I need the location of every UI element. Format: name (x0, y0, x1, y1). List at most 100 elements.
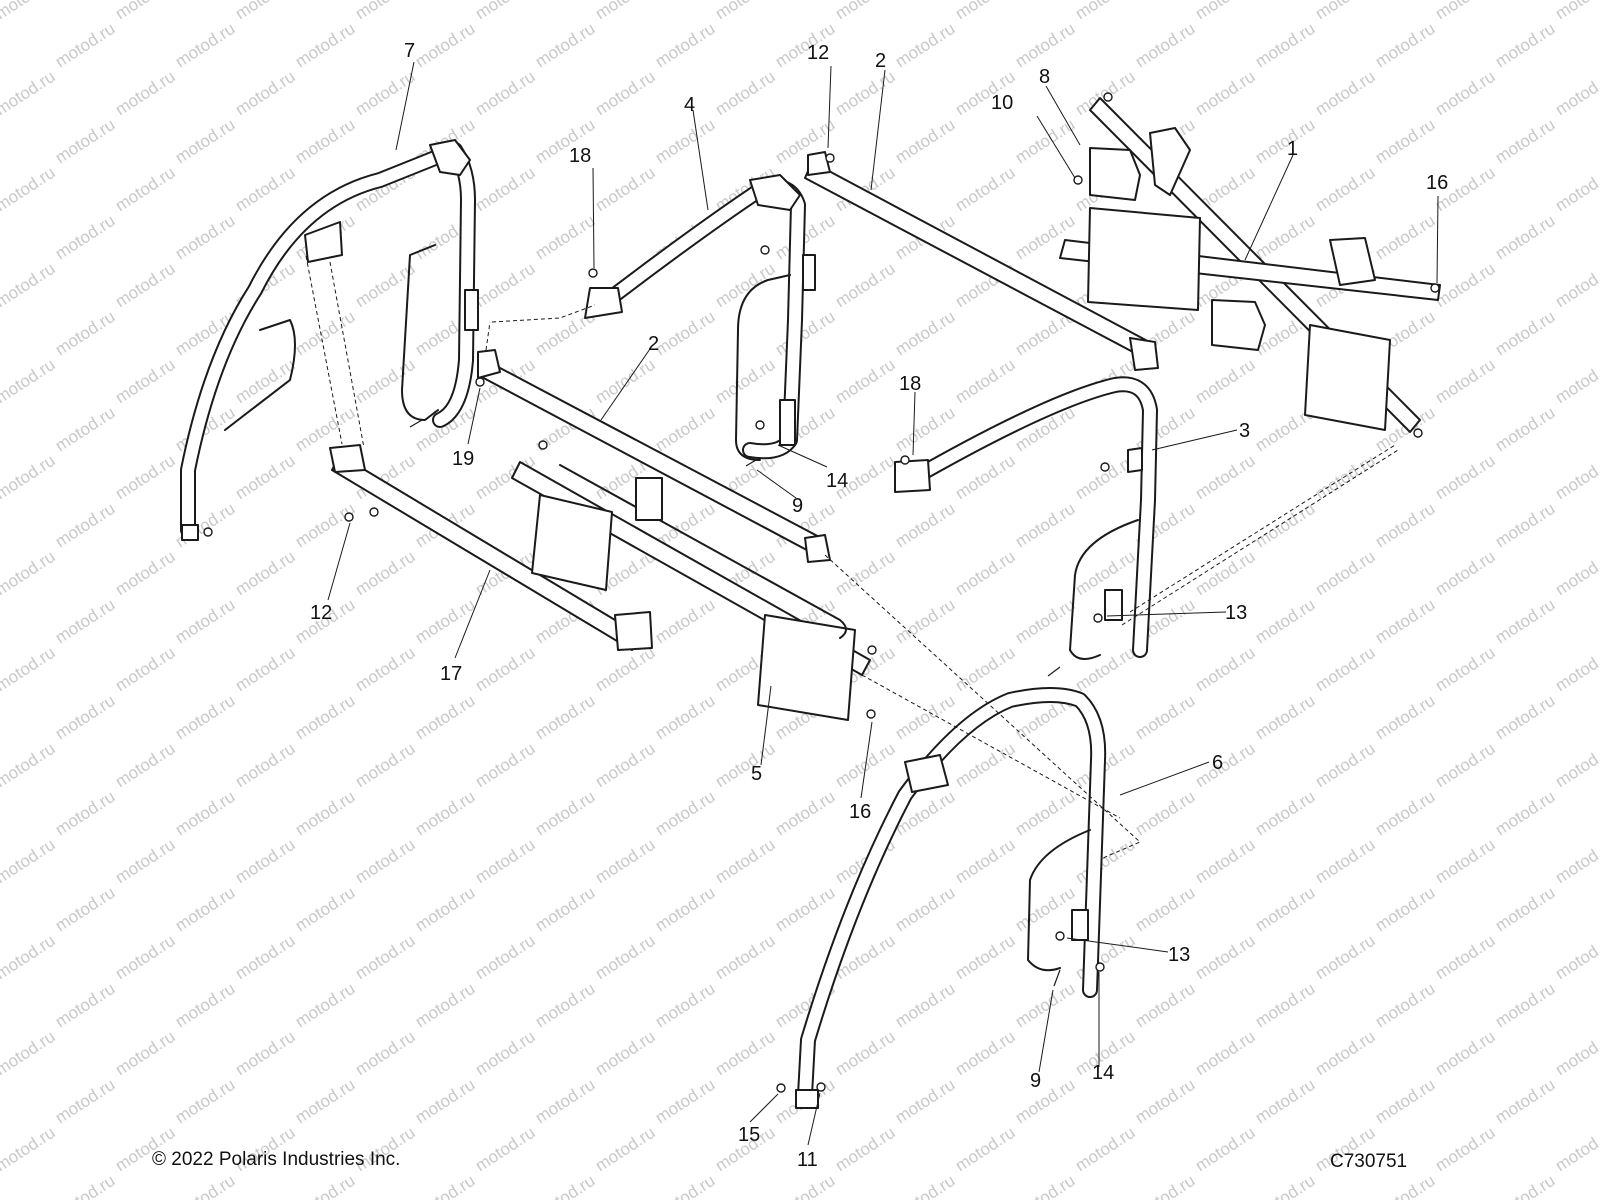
watermark-text: motod.ru (1192, 835, 1259, 887)
watermark-text: motod.ru (472, 739, 539, 791)
watermark-text: motod.ru (832, 1123, 899, 1175)
watermark-text: motod.ru (172, 1171, 239, 1200)
watermark-text: motod.ru (412, 19, 479, 71)
watermark-text: motod.ru (1132, 787, 1199, 839)
watermark-text: motod.ru (1492, 115, 1559, 167)
watermark-text: motod.ru (952, 355, 1019, 407)
watermark-text: motod.ru (1192, 67, 1259, 119)
watermark-text: motod.ru (832, 67, 899, 119)
callout-9-mid: 9 (792, 495, 803, 517)
callout-2-lower: 2 (648, 333, 659, 355)
watermark-text: motod.ru (0, 643, 58, 695)
watermark-text: motod.ru (1252, 1075, 1319, 1127)
watermark-text: motod.ru (832, 547, 899, 599)
watermark-text: motod.ru (712, 259, 779, 311)
watermark-text: motod.ru (712, 0, 779, 23)
watermark-text: motod.ru (1252, 691, 1319, 743)
watermark-text: motod.ru (1312, 547, 1379, 599)
callout-11: 11 (797, 1149, 818, 1171)
watermark-text: motod.ru (1192, 1027, 1259, 1079)
callout-17: 17 (440, 663, 462, 685)
watermark-text: motod.ru (892, 1075, 959, 1127)
watermark-text: motod.ru (1552, 739, 1600, 791)
watermark-text: motod.ru (1372, 595, 1439, 647)
watermark-text: motod.ru (892, 595, 959, 647)
callout-15: 15 (738, 1124, 760, 1146)
callout-18-top: 18 (569, 145, 591, 167)
watermark-text: motod.ru (532, 787, 599, 839)
watermark-text: motod.ru (1012, 1075, 1079, 1127)
watermark-text: motod.ru (52, 979, 119, 1031)
watermark-text: motod.ru (1552, 931, 1600, 983)
watermark-text: motod.ru (112, 451, 179, 503)
watermark-text: motod.ru (1432, 451, 1499, 503)
watermark-text: motod.ru (52, 595, 119, 647)
watermark-text: motod.ru (832, 355, 899, 407)
watermark-text: motod.ru (1012, 979, 1079, 1031)
watermark-text: motod.ru (952, 1027, 1019, 1079)
figure-id: C730751 (1330, 1151, 1408, 1172)
watermark-text: motod.ru (892, 883, 959, 935)
callout-5: 5 (751, 763, 762, 785)
watermark-text: motod.ru (352, 835, 419, 887)
watermark-text: motod.ru (292, 691, 359, 743)
watermark-text: motod.ru (1312, 931, 1379, 983)
watermark-text: motod.ru (832, 739, 899, 791)
watermark-text: motod.ru (832, 1027, 899, 1079)
part-3-roll-bar (894, 376, 1158, 660)
watermark-text: motod.ru (412, 595, 479, 647)
watermark-text: motod.ru (0, 67, 58, 119)
watermark-text: motod.ru (0, 835, 58, 887)
watermark-text: motod.ru (292, 1075, 359, 1127)
part-2-upper-crossbar (804, 151, 1159, 371)
watermark-text: motod.ru (592, 835, 659, 887)
watermark-text: motod.ru (1312, 739, 1379, 791)
part-2-lower-crossbar (477, 349, 831, 563)
watermark-text: motod.ru (1012, 787, 1079, 839)
watermark-text: motod.ru (0, 0, 58, 23)
watermark-text: motod.ru (1252, 595, 1319, 647)
callout-9-low: 9 (1030, 1070, 1041, 1092)
watermark-text: motod.ru (532, 883, 599, 935)
watermark-text: motod.ru (292, 787, 359, 839)
watermark-text: motod.ru (1492, 211, 1559, 263)
watermark-text: motod.ru (772, 1171, 839, 1200)
watermark-text: motod.ru (1432, 1123, 1499, 1175)
watermark-text: motod.ru (652, 1171, 719, 1200)
callout-3: 3 (1239, 420, 1250, 442)
watermark-text: motod.ru (1372, 1171, 1439, 1200)
callout-12-left: 12 (310, 602, 332, 624)
watermark-text: motod.ru (772, 787, 839, 839)
watermark-text: motod.ru (952, 163, 1019, 215)
watermark-text: motod.ru (172, 595, 239, 647)
watermark-text: motod.ru (172, 883, 239, 935)
watermark-text: motod.ru (412, 979, 479, 1031)
watermark-text: motod.ru (412, 691, 479, 743)
watermark-text: motod.ru (292, 115, 359, 167)
watermark-text: motod.ru (1132, 19, 1199, 71)
watermark-text: motod.ru (52, 787, 119, 839)
callout-2: 2 (875, 50, 886, 72)
watermark-text: motod.ru (592, 1123, 659, 1175)
watermark-text: motod.ru (1072, 1123, 1139, 1175)
watermark-text: motod.ru (1552, 835, 1600, 887)
watermark-text: motod.ru (1492, 787, 1559, 839)
watermark-text: motod.ru (1312, 643, 1379, 695)
watermark-text: motod.ru (52, 1075, 119, 1127)
callout-16-top: 16 (1426, 172, 1448, 194)
watermark-text: motod.ru (532, 19, 599, 71)
watermark-text: motod.ru (712, 835, 779, 887)
watermark-text: motod.ru (112, 835, 179, 887)
watermark-text: motod.ru (52, 403, 119, 455)
callout-10: 10 (991, 92, 1013, 114)
watermark-text: motod.ru (352, 67, 419, 119)
watermark-text: motod.ru (352, 643, 419, 695)
watermark-text: motod.ru (1552, 259, 1600, 311)
watermark-text: motod.ru (892, 307, 959, 359)
watermark-text: motod.ru (1492, 979, 1559, 1031)
watermark-text: motod.ru (532, 691, 599, 743)
watermark-text: motod.ru (0, 259, 58, 311)
callout-12: 12 (807, 42, 829, 64)
watermark-text: motod.ru (172, 19, 239, 71)
